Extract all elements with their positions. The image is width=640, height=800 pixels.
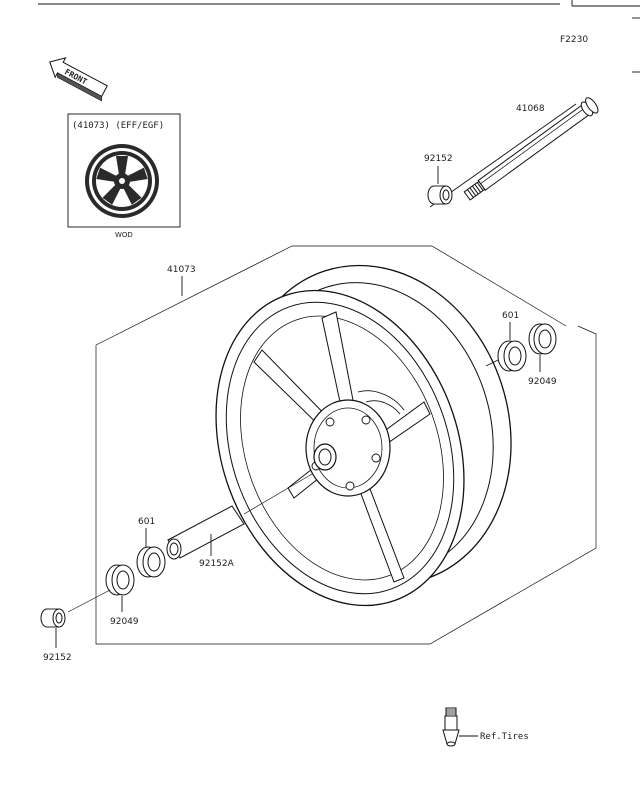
page-frame — [38, 0, 640, 73]
axle-shaft-icon — [463, 97, 599, 201]
axis-leader-center — [243, 473, 313, 515]
wheel-drawing — [215, 264, 512, 607]
part-label-spacer-bottom: 92152 — [43, 653, 72, 663]
axis-leader-right — [485, 359, 499, 367]
wheel-41073[interactable]: 41073 — [167, 230, 552, 641]
figure-code: F2230 — [560, 35, 588, 45]
seal-92049-left[interactable]: 92049 — [105, 564, 139, 627]
valve-stem-reference[interactable]: Ref.Tires — [442, 707, 529, 747]
inset-panel: (41073) (EFF/EGF) WOD — [67, 113, 181, 239]
inset-caption: WOD — [115, 231, 133, 239]
wheel-assembly-outline — [95, 245, 597, 645]
front-arrow-icon: FRONT — [49, 57, 108, 102]
bearing-601-right[interactable]: 601 — [497, 311, 527, 372]
collar-92152A[interactable]: 92152A — [166, 505, 245, 569]
part-label-seal-right: 92049 — [528, 377, 557, 387]
inset-wheel-icon — [85, 144, 159, 218]
part-label-collar: 92152A — [199, 559, 235, 569]
part-label-axle: 41068 — [516, 104, 545, 114]
seal-92049-right[interactable]: 92049 — [528, 323, 557, 387]
part-label-spacer-top: 92152 — [424, 154, 453, 164]
axis-leader-lower — [67, 589, 111, 613]
part-label-bearing-right: 601 — [502, 311, 519, 321]
valve-stem-icon — [442, 707, 460, 747]
part-label-bearing-left: 601 — [138, 517, 155, 527]
spacer-92152-top[interactable]: 92152 — [424, 154, 453, 205]
axle-41068[interactable]: 41068 — [429, 96, 600, 208]
valve-ref-label: Ref.Tires — [480, 732, 529, 742]
bearing-601-left[interactable]: 601 — [136, 517, 166, 578]
inset-title: (41073) (EFF/EGF) — [72, 121, 164, 131]
part-label-seal-left: 92049 — [110, 617, 139, 627]
spacer-92152-bottom[interactable]: 92152 — [40, 608, 72, 663]
part-label-wheel: 41073 — [167, 265, 196, 275]
